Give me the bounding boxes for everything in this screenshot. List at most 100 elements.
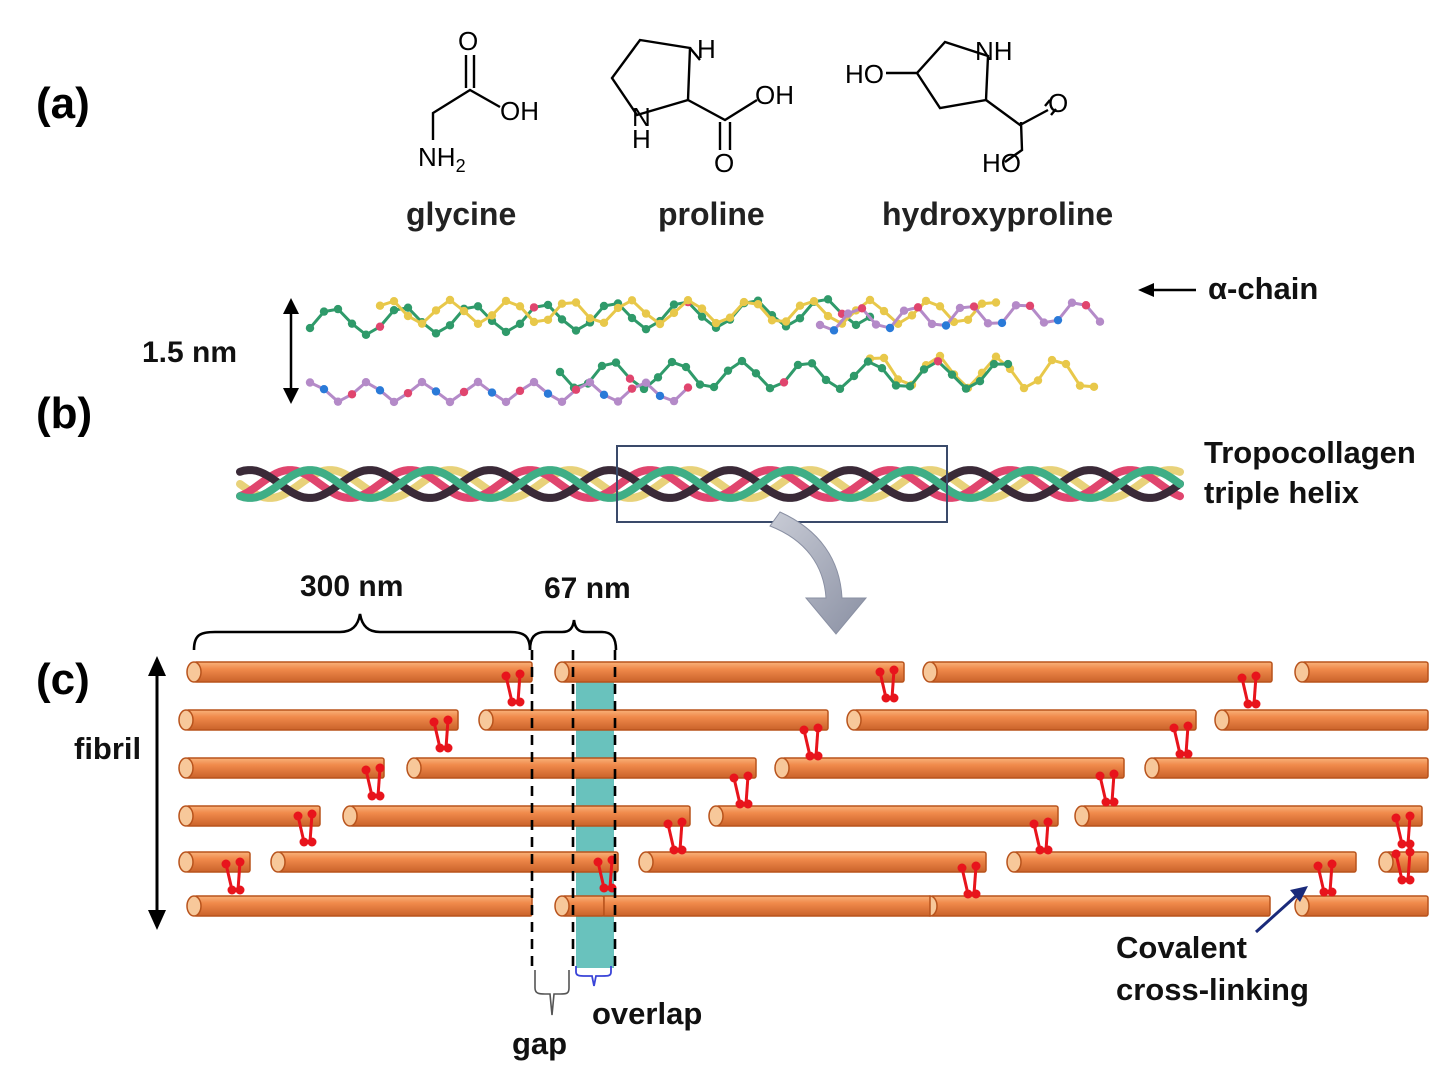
crosslink-node [805,751,815,761]
alpha-chain-label: α-chain [1208,271,1318,306]
chain-atom [611,358,621,367]
crosslink-node [1109,769,1119,779]
chain-atom [865,295,875,305]
crosslink-bond [1252,675,1258,705]
chain-atom [921,296,931,306]
crosslink-node [307,809,317,819]
hydroxyproline-structure: HO NH O HO hydroxyproline [845,36,1113,232]
chain-atom [695,380,705,389]
rod-end-cap [1214,709,1230,731]
chain-atom [571,326,581,335]
crosslink-node [515,697,525,707]
chain-atom [557,397,567,407]
chain-atom [829,326,839,335]
chain-atom [767,316,777,325]
crosslink-node [735,799,745,809]
crosslink-node [1405,811,1415,821]
chain-atom [543,389,553,398]
chain-atom [459,306,469,316]
proline-atom-o: O [714,148,734,178]
crosslink-bond [972,865,978,895]
crosslink-node [235,885,245,895]
chain-atom [877,364,887,373]
chain-atom [781,317,791,326]
chain-atom [613,303,623,313]
crosslink-bond [308,813,314,843]
crosslink-node [1405,875,1415,885]
chain-atom [857,304,867,313]
glycine-label: glycine [406,196,516,232]
crosslink-node [1175,749,1185,759]
tropocollagen-rod [561,661,905,683]
crosslink-bond [444,719,450,749]
rod-end-cap [186,661,202,683]
chain-atom [737,356,747,366]
crosslink-bond [1328,863,1334,893]
crosslink-pointer-arrow [1254,886,1308,934]
chain-atom [753,300,763,309]
chain-atom [919,365,929,374]
chain-atom [905,382,915,391]
chain-atom [807,359,817,368]
chain-atom [445,321,455,330]
tropocollagen-rod [781,757,1125,779]
chain-atom [361,377,371,387]
crosslink-node [361,765,371,775]
crosslink-node [1405,839,1415,849]
chain-atom [557,315,567,324]
helix-width-arrow [283,298,299,404]
alpha-chain-arrow [1138,283,1196,297]
chain-atom [843,309,853,318]
tropocollagen-rod [193,895,533,917]
crosslink-node [1183,721,1193,731]
tropocollagen-rod [1013,851,1357,873]
chain-atom [667,357,677,367]
chain-atom [1075,381,1085,390]
rod-end-cap [1294,895,1310,917]
crosslink-node [299,837,309,847]
chain-atom [555,367,565,377]
rod-end-cap [1294,661,1310,683]
chain-atom [935,302,945,311]
chain-atom [403,388,413,398]
chain-atom [823,295,833,304]
chain-atom [473,319,483,329]
chain-atom [709,382,719,392]
length-label: 300 nm [300,570,403,603]
tropocollagen-rod [715,805,1059,827]
chain-atom [851,320,861,330]
crosslink-node [1313,861,1323,871]
chain-atom [501,327,511,337]
crosslink-node [1251,671,1261,681]
crosslink-node [443,715,453,725]
chain-atom [347,390,357,399]
overlap-label: overlap [592,996,702,1031]
rod-end-cap [178,805,194,827]
overlap-bracket [575,966,612,987]
chain-atom [975,376,985,386]
rod-end-cap [186,895,202,917]
fibril-axis-arrow [72,656,166,930]
chain-atom [375,322,385,331]
proline-atom-oh: OH [755,80,794,110]
rod-end-cap [342,805,358,827]
crosslink-node [375,791,385,801]
crosslink-node [1029,819,1039,829]
chain-atom [515,386,525,396]
chain-atom [1003,359,1013,369]
rod-end-cap [178,757,194,779]
chain-atom [669,308,679,318]
crosslink-node [729,773,739,783]
crosslink-bond [744,775,750,805]
chain-atom [907,311,917,320]
rod-end-cap [178,851,194,873]
crosslink-node [1327,887,1337,897]
crosslink-node [515,669,525,679]
crosslink-node [1101,797,1111,807]
rod-end-cap [178,709,194,731]
rod-end-cap [1074,805,1090,827]
chain-atom [487,311,497,320]
period-label: 67 nm [544,572,631,605]
gap-label: gap [512,1026,567,1061]
